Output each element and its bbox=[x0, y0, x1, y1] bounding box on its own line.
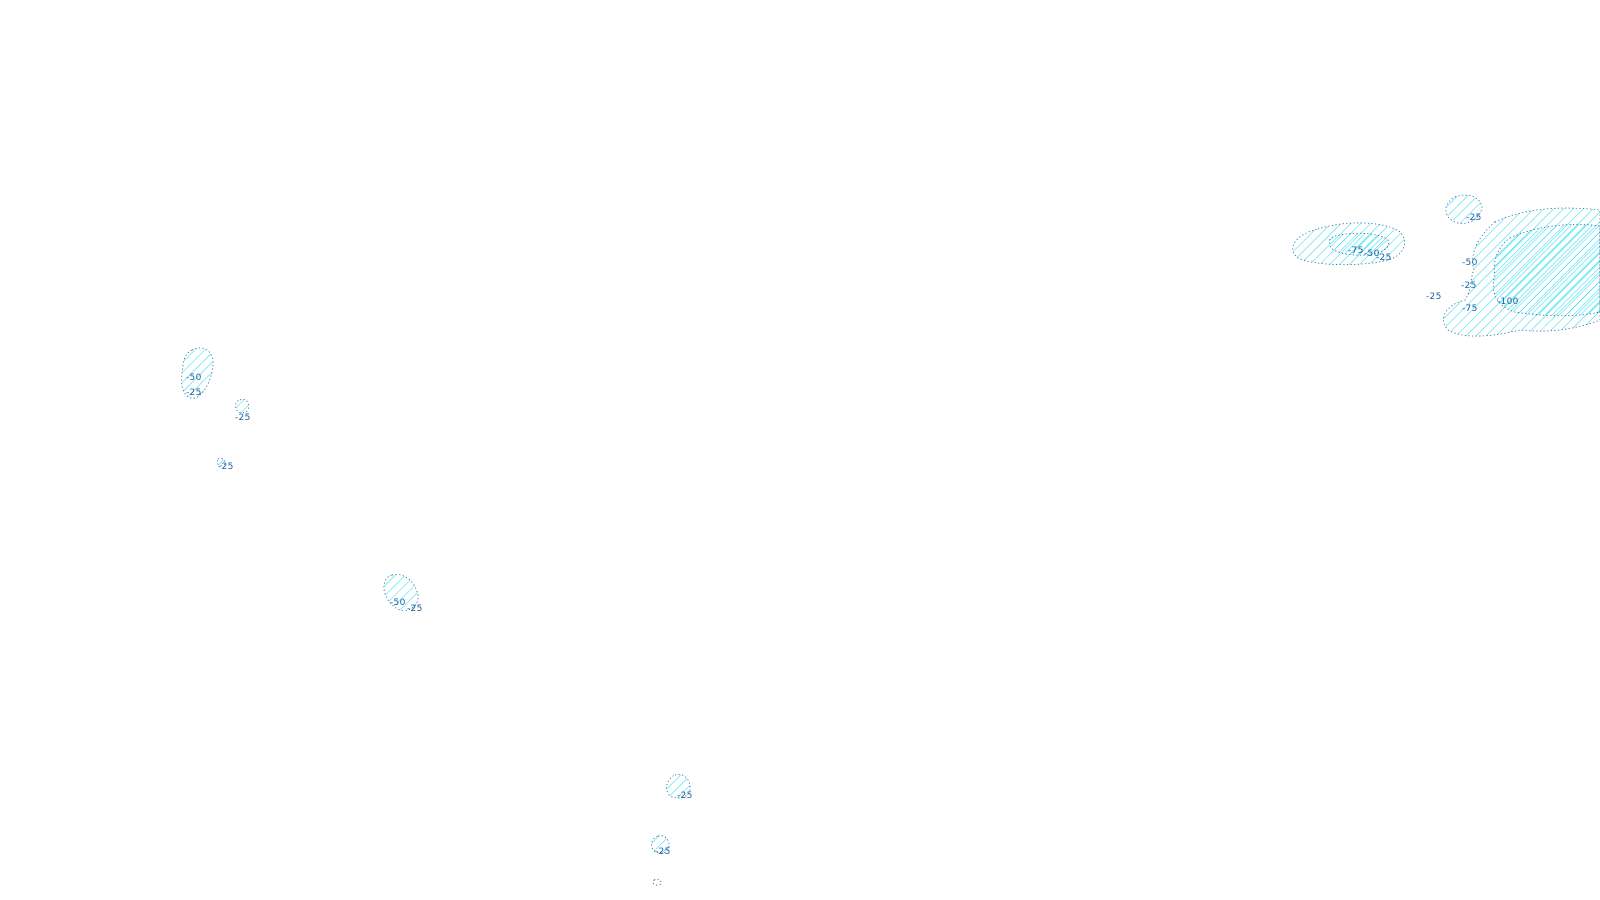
contour-area bbox=[181, 347, 214, 399]
contour-label: -50 bbox=[1364, 249, 1380, 259]
contour-label: -50 bbox=[390, 598, 406, 608]
depth-region-d bbox=[383, 574, 419, 611]
contour-area bbox=[666, 773, 691, 799]
contour-label: -25 bbox=[235, 413, 251, 423]
contour-label: -100 bbox=[1497, 297, 1519, 307]
contour-label: -50 bbox=[186, 373, 202, 383]
contour-labels: -25 -75 -50 -25 -50 -25 -75 -100 -25 -50… bbox=[186, 213, 1519, 857]
contour-area bbox=[651, 835, 670, 854]
contour-area bbox=[652, 878, 662, 886]
contour-label: -50 bbox=[1462, 258, 1478, 268]
depth-region-e bbox=[651, 773, 691, 886]
contour-area bbox=[235, 398, 249, 414]
contour-area bbox=[1445, 194, 1483, 224]
contour-label: -25 bbox=[1376, 253, 1392, 263]
contour-label: -25 bbox=[1426, 292, 1442, 302]
contour-label: -25 bbox=[1466, 213, 1482, 223]
contour-label: -25 bbox=[1461, 281, 1477, 291]
contour-label: -25 bbox=[407, 604, 423, 614]
contour-label: -25 bbox=[655, 847, 671, 857]
depth-region-a bbox=[1292, 222, 1405, 266]
contour-area bbox=[216, 457, 226, 466]
depth-region-c bbox=[181, 347, 249, 466]
contour-area-inner bbox=[1492, 224, 1600, 317]
contour-area-inner bbox=[1328, 232, 1390, 256]
contour-label: -25 bbox=[186, 388, 202, 398]
contour-label: -25 bbox=[218, 462, 234, 472]
depth-region-b bbox=[1443, 194, 1600, 337]
contour-label: -75 bbox=[1348, 246, 1364, 256]
contour-label: -25 bbox=[677, 791, 693, 801]
contour-area bbox=[383, 574, 419, 611]
contour-label: -75 bbox=[1462, 304, 1478, 314]
